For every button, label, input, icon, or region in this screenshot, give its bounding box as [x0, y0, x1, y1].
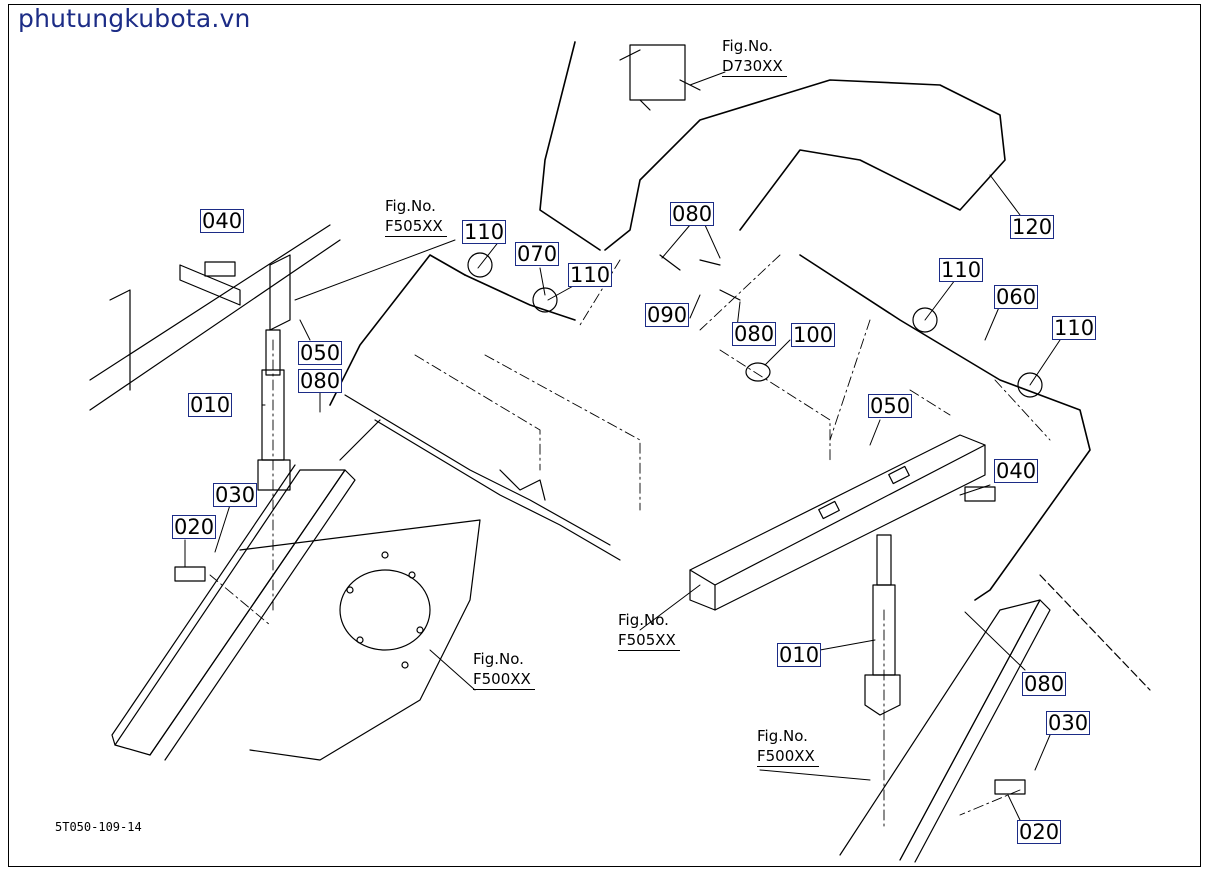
hydraulic-pipes: [329, 41, 1091, 601]
left-frame-rail: [111, 464, 356, 761]
callout-020-left[interactable]: 020: [172, 515, 217, 539]
watermark-text: phutungkubota.vn: [18, 4, 251, 33]
callout-080-right[interactable]: 080: [1022, 672, 1067, 696]
callout-040-right[interactable]: 040: [994, 459, 1039, 483]
fig-ref-d730: Fig.No. D730XX: [722, 36, 787, 77]
fig-ref-number: D730XX: [722, 56, 787, 77]
callout-010-right[interactable]: 010: [777, 643, 822, 667]
callout-080-left[interactable]: 080: [298, 369, 343, 393]
fig-ref-f505-upper: Fig.No. F505XX: [385, 196, 447, 237]
callout-050-right[interactable]: 050: [868, 394, 913, 418]
callout-010-left[interactable]: 010: [188, 393, 233, 417]
upper-left-bracket: [89, 224, 341, 411]
drawing-code: 5T050-109-14: [55, 820, 142, 834]
callout-110-d[interactable]: 110: [1052, 316, 1097, 340]
fig-ref-number: F505XX: [385, 216, 447, 237]
callout-040-left[interactable]: 040: [200, 209, 245, 233]
leader-lines: [184, 71, 1061, 821]
callout-030-left[interactable]: 030: [213, 483, 258, 507]
diagram-frame: [8, 4, 1201, 867]
callout-050-left[interactable]: 050: [298, 341, 343, 365]
fig-ref-f505-lower: Fig.No. F505XX: [618, 610, 680, 651]
fig-ref-number: F505XX: [618, 630, 680, 651]
callout-060[interactable]: 060: [994, 285, 1039, 309]
assembly-lines: [209, 254, 1051, 831]
callout-080-mid[interactable]: 080: [732, 322, 777, 346]
callout-100[interactable]: 100: [791, 323, 836, 347]
fig-ref-label: Fig.No.: [473, 650, 524, 668]
control-valve: [619, 44, 701, 111]
lift-cylinder-left: [257, 329, 291, 491]
pins-and-fittings: [174, 252, 1043, 795]
callout-110-c[interactable]: 110: [939, 258, 984, 282]
callout-110-b[interactable]: 110: [568, 263, 613, 287]
floor-panel: [239, 519, 481, 761]
left-cross-member: [339, 394, 621, 561]
fig-ref-number: F500XX: [473, 669, 535, 690]
fig-ref-f500-right: Fig.No. F500XX: [757, 726, 819, 767]
callout-020-right[interactable]: 020: [1017, 820, 1062, 844]
callout-030-right[interactable]: 030: [1046, 711, 1091, 735]
callout-090[interactable]: 090: [645, 303, 690, 327]
callout-110-a[interactable]: 110: [462, 220, 507, 244]
callout-080-top[interactable]: 080: [670, 202, 715, 226]
fig-ref-f500-left: Fig.No. F500XX: [473, 649, 535, 690]
right-frame-rail: [839, 574, 1151, 863]
fig-ref-number: F500XX: [757, 746, 819, 767]
right-cross-tube: [689, 434, 986, 611]
lift-cylinder-right: [864, 534, 901, 716]
fig-ref-label: Fig.No.: [757, 727, 808, 745]
callout-120[interactable]: 120: [1010, 215, 1055, 239]
fig-ref-label: Fig.No.: [385, 197, 436, 215]
fig-ref-label: Fig.No.: [618, 611, 669, 629]
fig-ref-label: Fig.No.: [722, 37, 773, 55]
callout-070[interactable]: 070: [515, 242, 560, 266]
